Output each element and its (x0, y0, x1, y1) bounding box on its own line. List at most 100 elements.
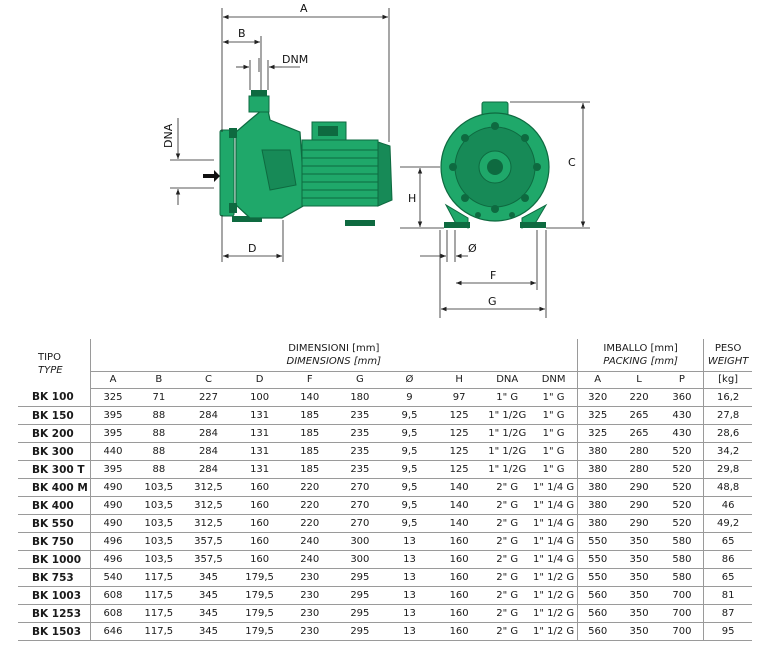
table-cell: 125 (434, 442, 485, 461)
table-cell: 520 (660, 514, 704, 533)
table-cell: 300 (334, 550, 385, 569)
table-cell: 1" G (530, 460, 578, 479)
table-cell: 220 (284, 478, 335, 497)
table-cell: 1" 1/2 G (530, 604, 578, 623)
table-cell: 490 (89, 514, 136, 533)
table-cell: 160 (434, 532, 485, 551)
table-cell: 88 (135, 460, 183, 479)
dim-label-f: F (490, 269, 496, 282)
table-cell: 9,5 (384, 442, 435, 461)
model-cell: BK 550 (18, 514, 91, 533)
table-cell: 88 (135, 442, 183, 461)
table-cell: 320 (576, 388, 618, 407)
column-header: F (284, 371, 335, 389)
table-cell: 580 (660, 532, 704, 551)
table-cell: 103,5 (135, 514, 183, 533)
table-cell: 2" G (484, 568, 531, 587)
table-cell: 496 (89, 550, 136, 569)
table-cell: 490 (89, 496, 136, 515)
table-cell: 345 (182, 586, 235, 605)
table-cell: 1" G (530, 388, 578, 407)
table-cell: 312,5 (182, 496, 235, 515)
table-cell: 235 (334, 460, 385, 479)
column-header: C (182, 371, 235, 389)
table-cell: 646 (89, 622, 136, 641)
packing-header: IMBALLO [mm] PACKING [mm] (576, 339, 704, 372)
table-cell: 9,5 (384, 406, 435, 425)
table-cell: 28,6 (703, 424, 752, 443)
table-cell: 9,5 (384, 478, 435, 497)
table-cell: 380 (576, 496, 618, 515)
dim-label-h: H (408, 192, 416, 205)
model-cell: BK 1253 (18, 604, 91, 623)
table-cell: 86 (703, 550, 752, 569)
model-cell: BK 1503 (18, 622, 91, 641)
table-cell: 160 (434, 550, 485, 569)
table-cell: 380 (576, 460, 618, 479)
table-cell: 350 (617, 532, 661, 551)
table-cell: 48,8 (703, 478, 752, 497)
table-cell: 1" G (484, 388, 531, 407)
model-cell: BK 300 (18, 442, 91, 461)
table-cell: 160 (234, 550, 285, 569)
table-cell: 1" 1/2G (484, 442, 531, 461)
table-cell: 560 (576, 604, 618, 623)
table-cell: 312,5 (182, 478, 235, 497)
model-cell: BK 1000 (18, 550, 91, 569)
table-cell: 540 (89, 568, 136, 587)
table-cell: 13 (384, 586, 435, 605)
table-cell: 9,5 (384, 424, 435, 443)
table-cell: 380 (576, 514, 618, 533)
table-cell: 2" G (484, 514, 531, 533)
table-cell: 16,2 (703, 388, 752, 407)
table-cell: 160 (434, 568, 485, 587)
table-cell: 240 (284, 532, 335, 551)
table-cell: 220 (284, 496, 335, 515)
table-cell: 125 (434, 424, 485, 443)
table-cell: 2" G (484, 622, 531, 641)
table-cell: 65 (703, 568, 752, 587)
table-cell: 220 (617, 388, 661, 407)
table-cell: 29,8 (703, 460, 752, 479)
table-cell: 160 (234, 478, 285, 497)
table-cell: 2" G (484, 532, 531, 551)
dim-label-dna: DNA (162, 123, 175, 148)
table-cell: 496 (89, 532, 136, 551)
table-cell: 125 (434, 460, 485, 479)
table-cell: 265 (617, 424, 661, 443)
table-cell: 185 (284, 406, 335, 425)
table-cell: 88 (135, 424, 183, 443)
table-cell: 27,8 (703, 406, 752, 425)
table-cell: 9,5 (384, 496, 435, 515)
table-cell: 350 (617, 622, 661, 641)
table-cell: 284 (182, 442, 235, 461)
table-cell: 117,5 (135, 604, 183, 623)
model-cell: BK 753 (18, 568, 91, 587)
table-cell: 395 (89, 460, 136, 479)
table-cell: 46 (703, 496, 752, 515)
table-cell: 560 (576, 586, 618, 605)
table-cell: 270 (334, 514, 385, 533)
table-cell: 608 (89, 604, 136, 623)
table-cell: 325 (89, 388, 136, 407)
table-cell: 131 (234, 406, 285, 425)
dim-label-dnm: DNM (282, 53, 308, 66)
table-cell: 2" G (484, 586, 531, 605)
table-cell: 95 (703, 622, 752, 641)
table-cell: 235 (334, 424, 385, 443)
table-cell: 117,5 (135, 586, 183, 605)
column-header: G (334, 371, 385, 389)
table-cell: 520 (660, 442, 704, 461)
table-cell: 295 (334, 568, 385, 587)
table-cell: 280 (617, 460, 661, 479)
table-cell: 13 (384, 568, 435, 587)
table-cell: 1" 1/4 G (530, 532, 578, 551)
